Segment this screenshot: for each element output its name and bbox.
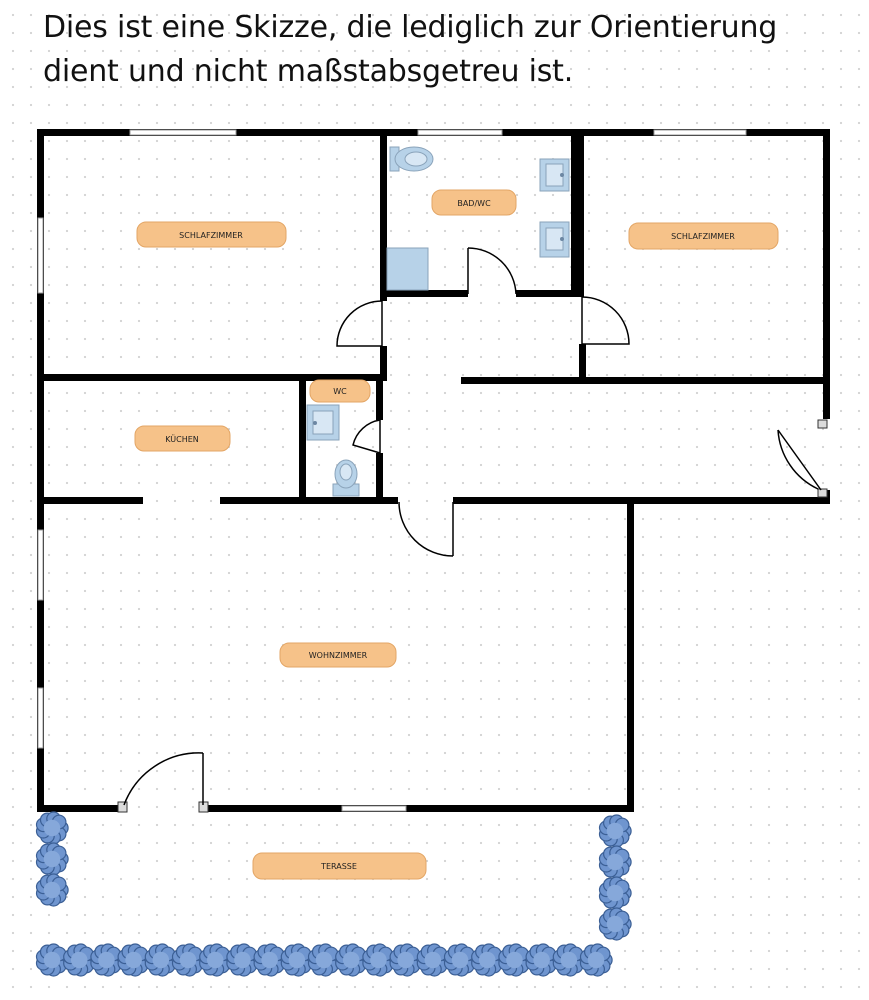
bush-icon (598, 814, 632, 848)
sink-icon (539, 158, 570, 192)
label-schlafzimmer-links: SCHLAFZIMMER (136, 221, 287, 248)
toilet-icon (389, 146, 434, 172)
bush-icon (144, 943, 178, 977)
bush-icon (35, 811, 69, 845)
bush-icon (389, 943, 423, 977)
room-name-text: BAD/WC (457, 199, 491, 208)
bush-icon (598, 845, 632, 879)
windows (37, 129, 747, 812)
room-name-text: TERASSE (320, 862, 357, 871)
window-top-right-bedroom (653, 129, 747, 136)
window-top-left-bedroom (129, 129, 237, 136)
bush-icon (335, 943, 368, 977)
bush-icon (552, 943, 586, 977)
window-left-living-2 (37, 687, 44, 749)
fixtures (306, 146, 570, 497)
door-right-bedroom (581, 296, 630, 345)
bush-icon (171, 943, 205, 977)
room-name-text: KÜCHEN (165, 434, 199, 444)
room-name-text: WOHNZIMMER (309, 651, 368, 660)
bush-icon (35, 943, 69, 977)
bush-icon (579, 943, 613, 977)
label-bad-wc: BAD/WC (431, 189, 517, 216)
bush-icon (598, 907, 632, 941)
room-name-text: WC (333, 387, 347, 396)
window-left-bedroom (37, 217, 44, 294)
sketch-disclaimer: Dies ist eine Skizze, die lediglich zur … (43, 10, 778, 89)
room-name-text: SCHLAFZIMMER (179, 231, 243, 240)
hedge-border (35, 811, 632, 977)
bush-icon (498, 943, 532, 977)
bush-icon (35, 873, 69, 907)
bush-icon (280, 943, 314, 977)
sink-icon (306, 404, 340, 441)
room-labels: SCHLAFZIMMER BAD/WC SCHLAFZIMMER WC KÜCH… (134, 189, 779, 880)
door-bath (467, 247, 517, 295)
bush-icon (63, 943, 96, 977)
label-terasse: TERASSE (252, 852, 427, 880)
door-left-bedroom (336, 300, 383, 347)
toilet-icon (332, 459, 360, 497)
door-wc (352, 419, 381, 454)
door-terrace (117, 752, 209, 813)
bush-icon (307, 943, 341, 977)
sink-icon (539, 221, 570, 258)
bush-icon (199, 943, 232, 977)
bush-icon (471, 943, 504, 977)
door-entrance (777, 419, 828, 498)
window-top-bath (417, 129, 503, 136)
bush-icon (117, 943, 151, 977)
shower-icon (386, 247, 429, 291)
bush-icon (416, 943, 450, 977)
bush-icon (598, 876, 632, 910)
window-left-living-1 (37, 529, 44, 601)
bush-icon (362, 943, 396, 977)
label-wc: WC (309, 379, 371, 403)
bush-icon (443, 943, 477, 977)
bush-icon (226, 943, 260, 977)
window-bottom-living (341, 805, 407, 812)
door-living (398, 501, 454, 557)
label-wohnzimmer: WOHNZIMMER (279, 642, 397, 668)
bush-icon (35, 842, 69, 876)
bush-icon (253, 943, 287, 977)
room-name-text: SCHLAFZIMMER (671, 232, 735, 241)
bush-icon (525, 943, 559, 977)
bush-icon (90, 943, 124, 977)
label-schlafzimmer-rechts: SCHLAFZIMMER (628, 222, 779, 250)
label-kueche: KÜCHEN (134, 425, 231, 452)
doors (117, 247, 828, 813)
